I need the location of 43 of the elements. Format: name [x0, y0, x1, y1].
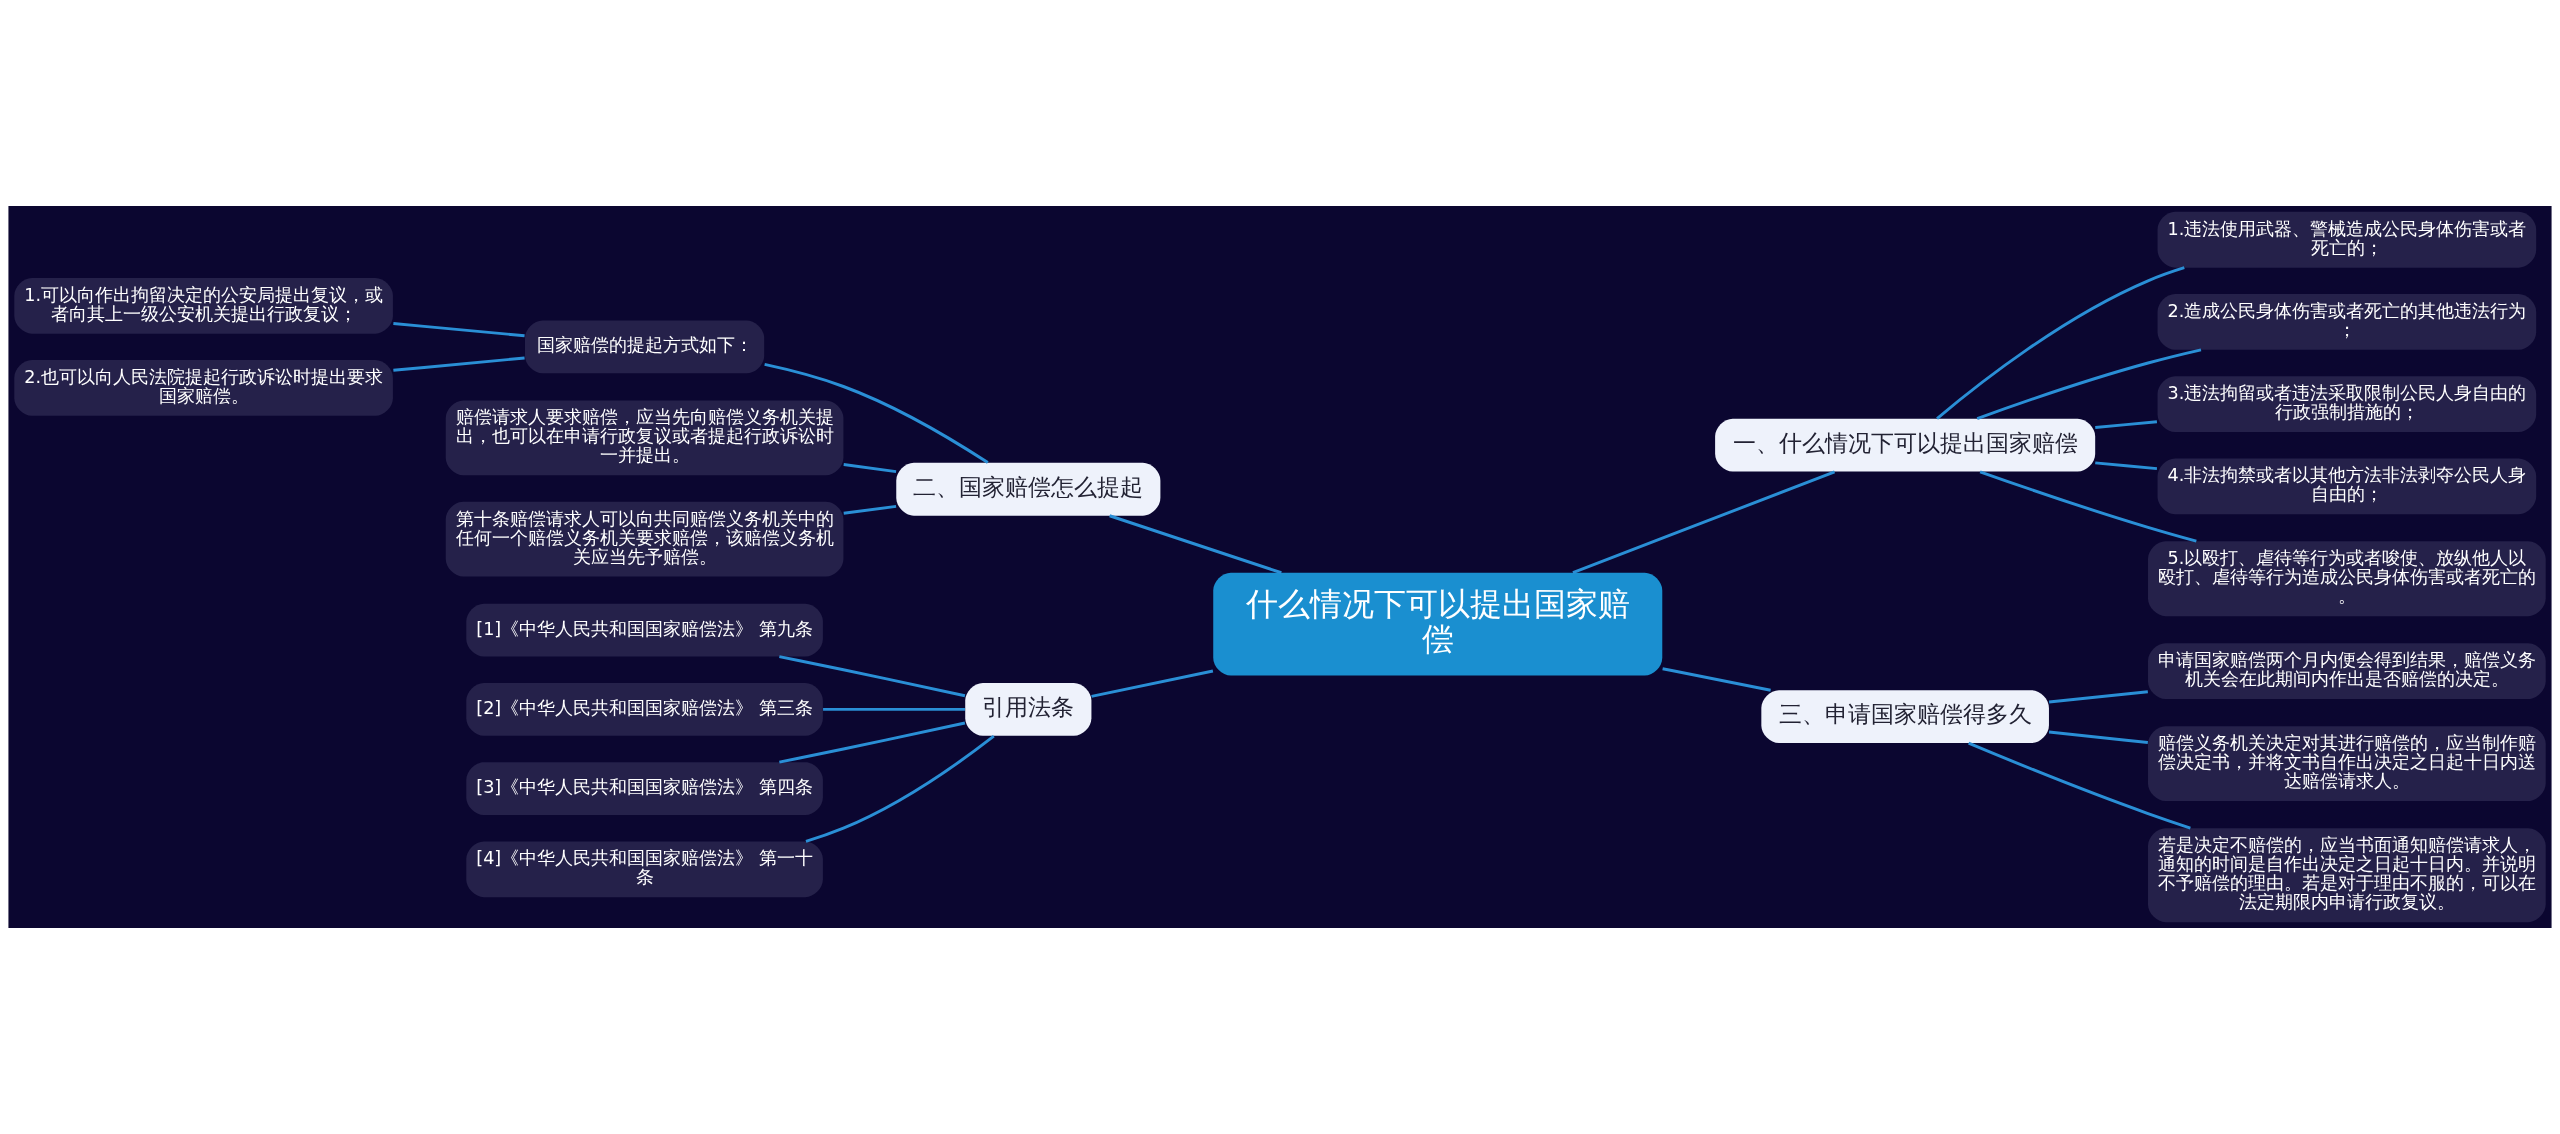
node-box: [1]《中华人民共和国国家赔偿法》 第九条: [466, 603, 823, 657]
connector: [1936, 266, 2185, 420]
node-box: 赔偿请求人要求赔偿，应当先向赔偿义务机关提出，也可以在申请行政复议或者提起行政诉讼时一并提出。: [445, 400, 844, 476]
node-box: 申请国家赔偿两个月内便会得到结果，赔偿义务机关会在此期间内作出是否赔偿的决定。: [2148, 643, 2546, 700]
connector: [2048, 730, 2148, 744]
connector: [393, 356, 525, 372]
node-box: 第十条赔偿请求人可以向共同赔偿义务机关中的任何一个赔偿义务机关要求赔偿，该赔偿义务机关应当先予赔偿。: [445, 501, 844, 577]
connector: [1976, 348, 2202, 420]
connector: [823, 707, 965, 711]
connector: [779, 655, 966, 698]
connector: [843, 463, 897, 474]
node-box: 2.造成公民身体伤害或者死亡的其他违法行为；: [2157, 294, 2537, 350]
node-box: 赔偿义务机关决定对其进行赔偿的，应当制作赔偿决定书，并将文书自作出决定之日起十日内送达赔偿请求人。: [2148, 726, 2546, 802]
connector: [779, 721, 966, 764]
node-box: 二、国家赔偿怎么提起: [896, 462, 1161, 516]
connector: [393, 322, 525, 338]
node-box: 三、申请国家赔偿得多久: [1761, 690, 2049, 744]
connector: [2048, 690, 2148, 704]
node-box: [3]《中华人民共和国国家赔偿法》 第四条: [466, 762, 823, 815]
connector: [1662, 667, 1771, 692]
connector: [1091, 669, 1214, 698]
node-box: [4]《中华人民共和国国家赔偿法》 第一十条: [466, 841, 823, 898]
connector: [764, 363, 989, 464]
node-box: 3.违法拘留或者违法采取限制公民人身自由的行政强制措施的；: [2157, 376, 2537, 432]
connector: [843, 504, 897, 515]
node-box: 国家赔偿的提起方式如下：: [525, 320, 765, 374]
node-box: 4.非法拘禁或者以其他方法非法剥夺公民人身自由的；: [2157, 458, 2537, 515]
node-box: 若是决定不赔偿的，应当书面通知赔偿请求人，通知的时间是自作出决定之日起十日内。并说明不予赔偿的理由。若是对于理由不服的，可以在法定期限内申请行政复议。: [2148, 828, 2546, 923]
node-box: 1.违法使用武器、警械造成公民身体伤害或者死亡的；: [2157, 211, 2537, 268]
node-box: 1.可以向作出拘留决定的公安局提出复议，或者向其上一级公安机关提出行政复议；: [14, 277, 393, 334]
node-box: 一、什么情况下可以提出国家赔偿: [1715, 418, 2096, 472]
connector: [1572, 470, 1836, 575]
connector: [2095, 461, 2158, 471]
node-box: [2]《中华人民共和国国家赔偿法》 第三条: [466, 682, 823, 736]
connector: [1109, 514, 1282, 575]
connector: [1968, 741, 2191, 830]
node-box: 引用法条: [965, 682, 1092, 736]
connector: [805, 735, 995, 843]
node-box: 什么情况下可以提出国家赔偿: [1213, 572, 1663, 676]
node-box: 2.也可以向人民法院提起行政诉讼时提出要求国家赔偿。: [14, 360, 393, 416]
connector: [2095, 420, 2158, 429]
node-box: 5.以殴打、虐待等行为或者唆使、放纵他人以殴打、虐待等行为造成公民身体伤害或者死亡的。: [2148, 541, 2546, 617]
connector: [1979, 470, 2197, 543]
